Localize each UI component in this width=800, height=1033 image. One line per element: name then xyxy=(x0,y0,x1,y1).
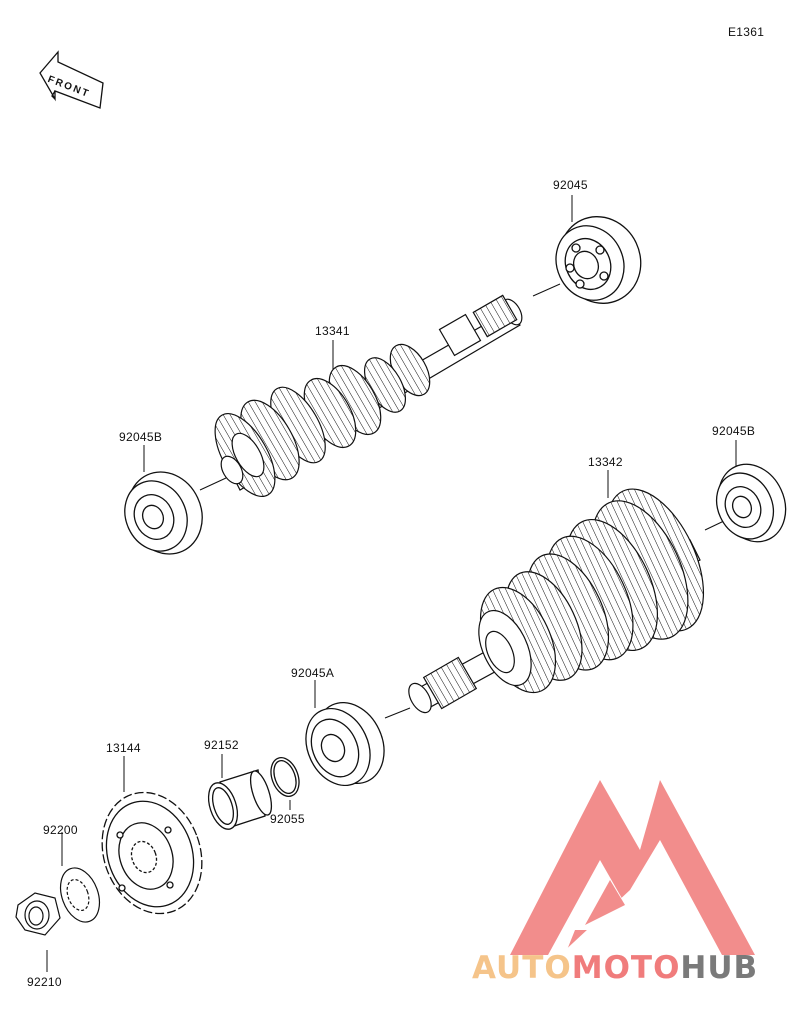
watermark-logo-icon xyxy=(510,780,755,955)
part-label-92055[interactable]: 92055 xyxy=(270,812,305,826)
part-label-92045a[interactable]: 92045A xyxy=(291,666,335,680)
part-label-92210[interactable]: 92210 xyxy=(27,975,62,989)
part-label-92045b-right[interactable]: 92045B xyxy=(712,424,756,438)
front-direction-icon xyxy=(39,50,104,109)
bearing-92045b-left-drawing xyxy=(124,471,203,555)
part-label-92045[interactable]: 92045 xyxy=(553,178,588,192)
leader-lines xyxy=(46,195,737,972)
part-label-92045b-left[interactable]: 92045B xyxy=(119,430,163,444)
watermark-text: AUTOMOTOHUB xyxy=(472,950,758,986)
shaft-13342-drawing xyxy=(408,488,705,714)
bearing-92045a-drawing xyxy=(305,701,385,787)
bearing-92045-drawing xyxy=(555,216,642,304)
nut-92210-drawing xyxy=(15,892,61,936)
part-label-13341[interactable]: 13341 xyxy=(315,324,350,338)
part-label-92200[interactable]: 92200 xyxy=(43,823,78,837)
collar-92152-drawing xyxy=(207,769,273,830)
watermark-hub: HUB xyxy=(680,950,759,986)
part-label-13144[interactable]: 13144 xyxy=(106,741,141,755)
sprocket-13144-drawing xyxy=(101,791,203,915)
watermark-moto: MOTO xyxy=(571,950,681,986)
washer-92200-drawing xyxy=(59,867,101,923)
diagram-code: E1361 xyxy=(728,25,765,39)
oring-92055-drawing xyxy=(270,757,300,797)
watermark-auto: AUTO xyxy=(472,950,572,986)
part-label-13342[interactable]: 13342 xyxy=(588,455,623,469)
bearing-92045b-right-drawing xyxy=(715,463,787,543)
part-label-92152[interactable]: 92152 xyxy=(204,738,239,752)
shaft-13341-drawing xyxy=(214,294,523,497)
